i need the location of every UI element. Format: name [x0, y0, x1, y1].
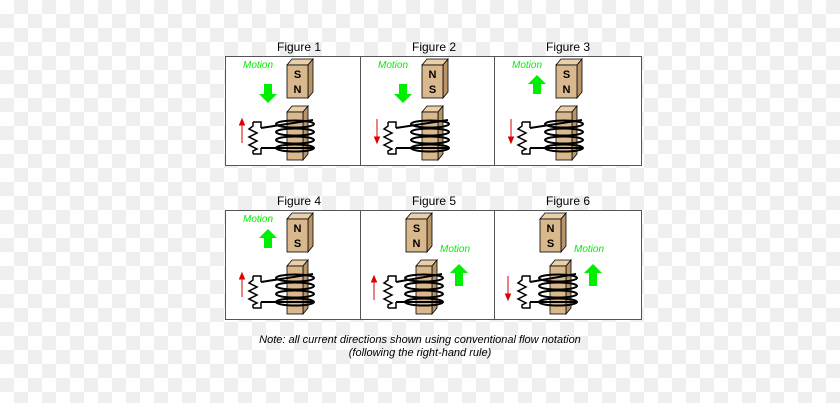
figure-1-panel: Figure 1 Motion S N	[225, 40, 373, 166]
magnet-pole-bottom: N	[563, 84, 571, 96]
magnet-pole-top: S	[294, 69, 301, 81]
current-arrow-up	[370, 274, 378, 300]
magnet-pole-bottom: N	[413, 238, 421, 250]
current-arrow-down	[504, 276, 512, 302]
motion-arrow-down	[259, 84, 277, 103]
current-arrow-down	[507, 119, 515, 145]
magnet-pole-bottom: S	[429, 84, 436, 96]
resistor	[247, 122, 259, 154]
magnet-pole-bottom: S	[294, 238, 301, 250]
magnet: S N	[405, 211, 433, 254]
resistor	[382, 122, 394, 154]
motion-label: Motion	[574, 244, 604, 255]
figure-6-title: Figure 6	[545, 194, 591, 208]
magnet-pole-bottom: S	[547, 238, 554, 250]
figure-5-panel: Figure 5 S N Motion	[360, 194, 508, 320]
note-line-1: Note: all current directions shown using…	[259, 334, 581, 346]
motion-label: Motion	[440, 244, 470, 255]
magnet-pole-top: N	[429, 69, 437, 81]
figure-5-diagram: S N Motion	[360, 210, 508, 320]
magnet-pole-top: N	[294, 223, 302, 235]
motion-label: Motion	[243, 214, 273, 225]
figure-1-diagram: Motion S N	[225, 56, 373, 166]
magnet: S N	[286, 57, 314, 100]
figure-6-panel: Figure 6 N S Motion	[494, 194, 642, 320]
note-line-2: (following the right-hand rule)	[348, 347, 492, 359]
figure-2-panel: Figure 2 Motion N S	[360, 40, 508, 166]
motion-arrow-down	[394, 84, 412, 103]
figure-2-title: Figure 2	[411, 40, 457, 54]
figure-4-diagram: Motion N S	[225, 210, 373, 320]
motion-arrow-up	[528, 75, 546, 94]
coil	[529, 119, 584, 153]
figure-3-diagram: Motion S N	[494, 56, 642, 166]
magnet: N S	[421, 57, 449, 100]
resistor	[516, 276, 528, 308]
motion-label: Motion	[378, 60, 408, 71]
figure-4-panel: Figure 4 Motion N S	[225, 194, 373, 320]
motion-arrow-up	[584, 264, 602, 286]
motion-label: Motion	[512, 60, 542, 71]
motion-label: Motion	[243, 60, 273, 71]
magnet: N S	[286, 211, 314, 254]
figure-1-title: Figure 1	[276, 40, 322, 54]
resistor	[516, 122, 528, 154]
magnet: N S	[539, 211, 567, 254]
resistor	[382, 276, 394, 308]
coil	[260, 119, 315, 153]
magnet: S N	[555, 57, 583, 100]
figure-2-diagram: Motion N S	[360, 56, 508, 166]
figure-3-title: Figure 3	[545, 40, 591, 54]
figure-4-title: Figure 4	[276, 194, 322, 208]
motion-arrow-up	[259, 229, 277, 248]
current-arrow-down	[373, 119, 381, 145]
coil	[260, 273, 315, 307]
resistor	[247, 276, 259, 308]
coil	[395, 119, 450, 153]
current-arrow-up	[238, 117, 246, 143]
magnet-pole-top: S	[563, 69, 570, 81]
figure-3-panel: Figure 3 Motion S N	[494, 40, 642, 166]
magnet-pole-bottom: N	[294, 84, 302, 96]
motion-arrow-up	[450, 264, 468, 286]
figure-5-title: Figure 5	[411, 194, 457, 208]
magnet-pole-top: S	[413, 223, 420, 235]
magnet-pole-top: N	[547, 223, 555, 235]
note-text: Note: all current directions shown using…	[240, 334, 600, 360]
figure-6-diagram: N S Motion	[494, 210, 642, 320]
current-arrow-up	[238, 271, 246, 297]
coil	[529, 273, 578, 307]
coil	[395, 273, 444, 307]
